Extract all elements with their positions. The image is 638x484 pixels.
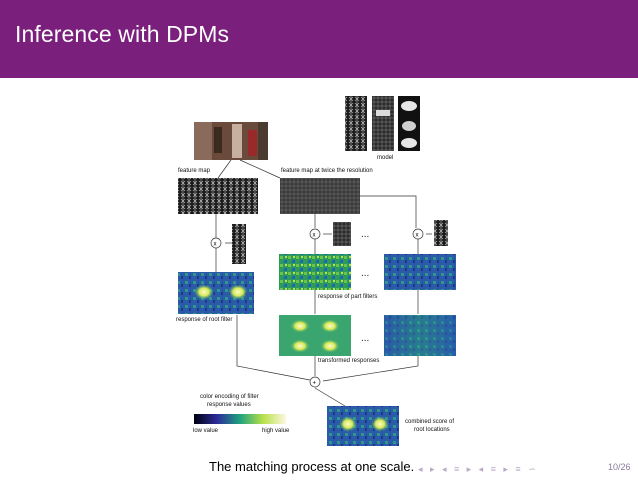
high-value-label: high value xyxy=(262,428,289,435)
page-number: 10/26 xyxy=(608,462,631,472)
part-response-label: response of part filters xyxy=(318,294,377,301)
beamer-nav-bar[interactable]: ◂ ▸ ◂ ≡ ▸ ◂ ≡ ▸ ≡ ∽ xyxy=(418,459,598,473)
add-node: + xyxy=(310,377,320,387)
multiply-node-part1: x xyxy=(310,229,320,239)
nav-right-icon[interactable]: ▸ xyxy=(430,464,435,475)
nav-frame-icon[interactable]: ≡ xyxy=(515,464,520,474)
ellipsis-3: ... xyxy=(361,333,369,344)
nav-subsection-icon[interactable]: ≡ xyxy=(491,464,496,474)
input-image xyxy=(194,122,268,160)
model-label: model xyxy=(377,155,393,162)
combined-label: combined score of xyxy=(405,419,454,426)
ellipsis-1: ... xyxy=(361,229,369,240)
root-locations-label: root locations xyxy=(414,427,450,434)
multiply-node-root: x xyxy=(211,238,221,248)
feature-map-label: feature map xyxy=(178,168,210,175)
part-filter-2 xyxy=(434,220,448,246)
part-filter-1 xyxy=(333,222,351,246)
transformed-response-2 xyxy=(384,315,456,356)
root-response-map xyxy=(178,272,254,314)
response-values-label: response values xyxy=(207,402,251,409)
combined-score-map xyxy=(327,406,399,446)
part-response-2 xyxy=(384,254,456,290)
svg-text:x: x xyxy=(214,242,217,248)
nav-search-icon[interactable]: ∽ xyxy=(528,464,536,475)
nav-section-icon[interactable]: ≡ xyxy=(454,464,459,474)
nav-subsection-left-icon[interactable]: ◂ xyxy=(479,464,484,475)
feature-map-2x-label: feature map at twice the resolution xyxy=(281,168,373,175)
nav-section-left-icon[interactable]: ◂ xyxy=(442,464,447,475)
nav-section-right-icon[interactable]: ▸ xyxy=(467,464,472,475)
transformed-label: transformed responses xyxy=(318,358,379,365)
root-filter xyxy=(232,224,246,264)
root-response-label: response of root filter xyxy=(176,317,232,324)
part-response-1 xyxy=(279,254,351,290)
svg-text:+: + xyxy=(313,381,317,387)
nav-subsection-right-icon[interactable]: ▸ xyxy=(503,464,508,475)
feature-map xyxy=(178,178,258,214)
nav-left-icon[interactable]: ◂ xyxy=(418,464,423,475)
multiply-node-part2: x xyxy=(413,229,423,239)
transformed-response-1 xyxy=(279,315,351,356)
svg-text:x: x xyxy=(313,233,316,239)
color-encoding-label: color encoding of filter xyxy=(200,394,259,401)
color-encoding-bar xyxy=(194,414,286,424)
svg-text:x: x xyxy=(416,233,419,239)
figure-caption: The matching process at one scale. xyxy=(209,459,414,474)
model-filters xyxy=(345,96,420,151)
ellipsis-2: ... xyxy=(361,268,369,279)
low-value-label: low value xyxy=(193,428,218,435)
